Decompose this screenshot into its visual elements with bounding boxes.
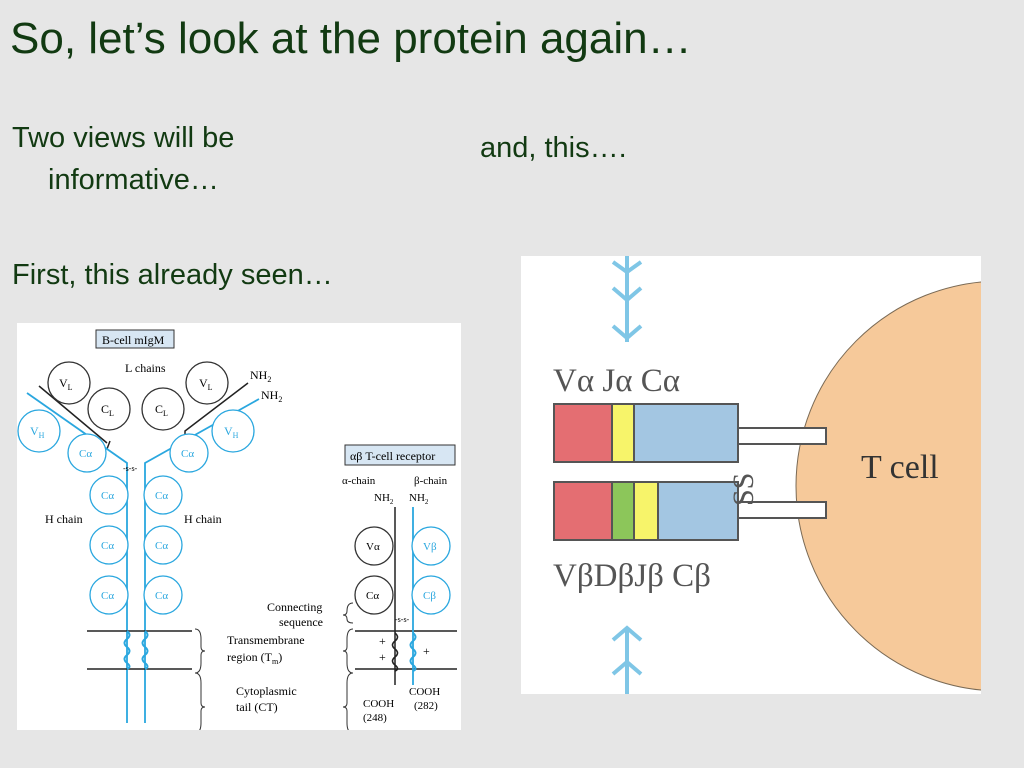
v-beta-label: Vβ — [423, 541, 437, 553]
c-beta-label: Cβ — [423, 590, 436, 602]
cooh-alpha-len: (248) — [363, 712, 387, 724]
nh2-alpha: NH2 — [374, 492, 394, 506]
nh2-beta: NH2 — [409, 492, 429, 506]
slide-title: So, let’s look at the protein again… — [10, 14, 692, 63]
c-alpha-5: Cα — [101, 540, 114, 552]
c-alpha-1: Cα — [79, 448, 92, 460]
antibody-tcr-svg: B-cell mIgM L chains VL CL VL CL NH2 NH2… — [17, 329, 457, 730]
t-cell-label: T cell — [861, 449, 939, 486]
vl-right-label: VL — [199, 376, 213, 392]
c-alpha-4: Cα — [155, 490, 168, 502]
right-text: and, this…. — [480, 132, 627, 164]
cytoplasmic-2: tail (CT) — [236, 700, 278, 714]
c-alpha-tcr-label: Cα — [366, 590, 379, 602]
c-alpha-8: Cα — [155, 590, 168, 602]
antibody-tcr-diagram: B-cell mIgM L chains VL CL VL CL NH2 NH2… — [17, 323, 461, 730]
bcell-label-box — [95, 329, 175, 349]
cooh-beta-len: (282) — [414, 700, 438, 712]
transmembrane-2: region (Tm) — [227, 650, 282, 666]
cl-right-label: CL — [155, 402, 168, 418]
beta-chain-label: β-chain — [414, 475, 448, 487]
nh2-top-1: NH2 — [250, 368, 271, 384]
left-text-line-3: First, this already seen… — [12, 259, 333, 291]
connecting-1: Connecting — [267, 600, 322, 614]
c-alpha-7: Cα — [101, 590, 114, 602]
alpha-segment-label: Vα Jα Cα — [553, 363, 680, 399]
beta-segment-label: VβDβJβ Cβ — [553, 558, 711, 594]
transmembrane-1: Transmembrane — [227, 633, 305, 647]
nh2-top-2: NH2 — [261, 388, 282, 404]
left-text-line-2: informative… — [48, 164, 219, 196]
plus-3: + — [423, 644, 430, 658]
cl-left-label: CL — [101, 402, 114, 418]
bcell-label: B-cell mIgM — [102, 333, 165, 347]
plus-2: + — [379, 650, 386, 664]
c-alpha-3: Cα — [101, 490, 114, 502]
tcr-label: αβ T-cell receptor — [350, 449, 435, 463]
alpha-chain-bar — [553, 403, 827, 463]
vh-left-label: VH — [30, 424, 45, 440]
l-chains-label: L chains — [125, 361, 166, 375]
cytoplasmic-1: Cytoplasmic — [236, 684, 297, 698]
vl-left-label: VL — [59, 376, 73, 392]
vh-right-label: VH — [224, 424, 239, 440]
t-cell-body — [795, 281, 981, 691]
arrows-bottom — [611, 625, 643, 694]
disulfide-label: SS — [727, 473, 760, 506]
plus-1: + — [379, 634, 386, 648]
connecting-2: sequence — [279, 615, 323, 629]
arrows-top — [611, 256, 643, 342]
cooh-beta: COOH — [409, 686, 440, 698]
left-text-line-1: Two views will be — [12, 122, 235, 154]
tcr-ss: -s-s- — [395, 615, 410, 624]
c-alpha-2: Cα — [181, 448, 194, 460]
c-alpha-6: Cα — [155, 540, 168, 552]
tcr-segment-svg: T cell Vα Jα Cα VβDβJβ Cβ SS — [553, 256, 981, 694]
alpha-chain-label: α-chain — [342, 475, 376, 487]
v-alpha-label: Vα — [366, 541, 380, 553]
hinge-ss: -s-s- — [123, 464, 138, 473]
beta-chain-bar — [553, 481, 827, 541]
h-chain-left: H chain — [45, 512, 83, 526]
tcr-segment-diagram: T cell Vα Jα Cα VβDβJβ Cβ SS — [521, 256, 981, 694]
h-chain-right: H chain — [184, 512, 222, 526]
cooh-alpha: COOH — [363, 698, 394, 710]
